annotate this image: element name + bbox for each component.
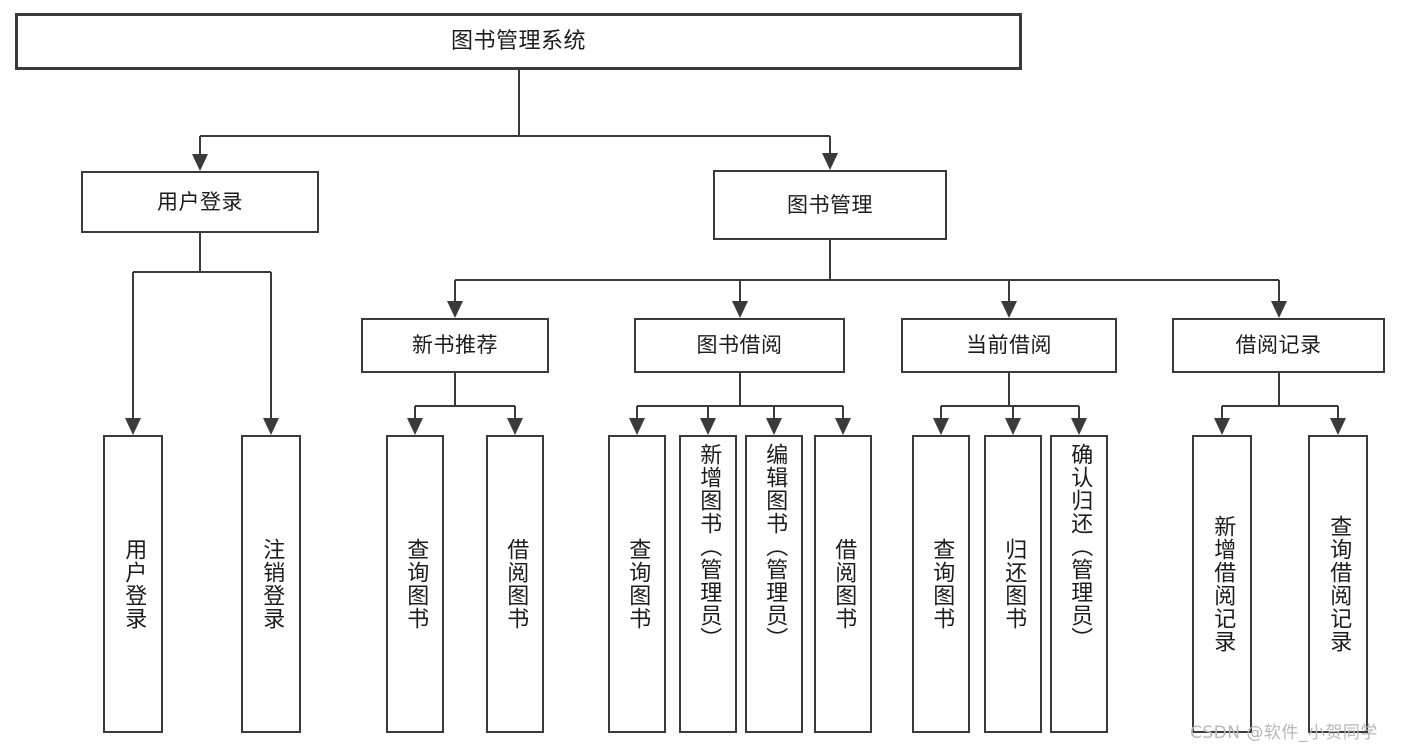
node-leaf-edit-book-admin[interactable]: 编辑图书（管理员） — [745, 435, 803, 733]
connector-arrowhead — [822, 153, 838, 170]
connector-arrowhead — [1270, 301, 1287, 318]
connector-line — [637, 405, 843, 407]
node-label: 当前借阅 — [966, 333, 1052, 358]
connector-arrowhead — [1214, 418, 1230, 435]
connector-line — [199, 136, 201, 154]
node-label: 查询图书 — [625, 538, 651, 630]
node-leaf-query-book-borrow[interactable]: 查询图书 — [608, 435, 666, 733]
node-leaf-borrow-book[interactable]: 借阅图书 — [814, 435, 872, 733]
node-leaf-confirm-return-admin[interactable]: 确认归还（管理员） — [1050, 435, 1108, 733]
connector-line — [1277, 373, 1280, 406]
connector-arrowhead — [1330, 418, 1346, 435]
connector-arrowhead — [507, 418, 523, 435]
connector-line — [636, 406, 638, 418]
connector-arrowhead — [835, 418, 851, 435]
connector-line — [1012, 406, 1014, 418]
node-label: 查询图书 — [929, 538, 955, 630]
connector-line — [941, 405, 1079, 407]
node-book-borrow[interactable]: 图书借阅 — [634, 318, 845, 373]
connector-line — [829, 136, 831, 153]
node-leaf-query-book-recommend[interactable]: 查询图书 — [386, 435, 444, 733]
node-label: 注销登录 — [259, 538, 285, 630]
node-current-borrow[interactable]: 当前借阅 — [901, 318, 1117, 373]
csdn-watermark: CSDN @软件_小贺同学 — [1190, 723, 1378, 743]
connector-arrowhead — [1071, 418, 1087, 435]
connector-line — [454, 280, 456, 301]
node-leaf-query-borrow-record[interactable]: 查询借阅记录 — [1308, 435, 1368, 733]
node-user-login[interactable]: 用户登录 — [81, 171, 319, 233]
connector-arrowhead — [1001, 301, 1017, 318]
connector-line — [940, 406, 942, 418]
connector-line — [199, 233, 201, 272]
connector-arrowhead — [1005, 418, 1021, 435]
node-borrow-record[interactable]: 借阅记录 — [1172, 318, 1385, 373]
connector-line — [415, 405, 515, 407]
connector-line — [829, 240, 831, 280]
node-leaf-add-borrow-record[interactable]: 新增借阅记录 — [1192, 435, 1252, 733]
connector-line — [738, 373, 741, 406]
connector-line — [454, 373, 456, 406]
node-label: 图书借阅 — [696, 333, 783, 358]
node-label: 借阅图书 — [503, 538, 529, 630]
node-label: 新增借阅记录 — [1210, 515, 1236, 653]
connector-line — [1008, 280, 1010, 301]
node-label: 借阅图书 — [831, 538, 857, 630]
node-label: 新增图书（管理员） — [696, 443, 722, 650]
connector-line — [738, 280, 741, 301]
connector-arrowhead — [766, 418, 782, 435]
connector-line — [270, 272, 272, 418]
connector-line — [1337, 406, 1339, 418]
connector-line — [1277, 280, 1280, 301]
node-label: 归还图书 — [1001, 538, 1027, 630]
connector-line — [514, 406, 516, 418]
connector-line — [1008, 373, 1010, 406]
connector-line — [414, 406, 416, 418]
node-leaf-logout[interactable]: 注销登录 — [241, 435, 301, 733]
connector-line — [773, 406, 775, 418]
node-new-book-recommend[interactable]: 新书推荐 — [361, 318, 549, 373]
connector-arrowhead — [731, 301, 748, 318]
node-label: 图书管理 — [787, 192, 873, 217]
connector-line — [455, 279, 1279, 281]
node-leaf-add-book-admin[interactable]: 新增图书（管理员） — [679, 435, 737, 733]
node-label: 图书管理系统 — [450, 28, 586, 54]
node-label: 确认归还（管理员） — [1067, 443, 1093, 650]
node-label: 查询图书 — [403, 538, 429, 630]
node-leaf-return-book[interactable]: 归还图书 — [984, 435, 1042, 733]
node-book-management[interactable]: 图书管理 — [713, 170, 947, 240]
connector-line — [1221, 406, 1223, 418]
connector-line — [1078, 406, 1080, 418]
node-label: 编辑图书（管理员） — [762, 443, 788, 650]
connector-arrowhead — [125, 418, 141, 435]
node-label: 查询借阅记录 — [1326, 515, 1352, 653]
connector-line — [707, 406, 709, 418]
connector-arrowhead — [700, 418, 716, 435]
node-leaf-query-book-current[interactable]: 查询图书 — [912, 435, 970, 733]
connector-arrowhead — [629, 418, 645, 435]
node-book-management-system[interactable]: 图书管理系统 — [15, 13, 1022, 70]
connector-arrowhead — [933, 418, 949, 435]
connector-arrowhead — [263, 418, 279, 435]
connector-line — [133, 271, 271, 273]
node-leaf-user-login[interactable]: 用户登录 — [103, 435, 163, 733]
connector-line — [132, 272, 134, 418]
node-label: 新书推荐 — [412, 333, 498, 358]
connector-arrowhead — [407, 418, 423, 435]
node-label: 借阅记录 — [1235, 333, 1322, 358]
connector-line — [200, 135, 830, 137]
node-leaf-borrow-book-recommend[interactable]: 借阅图书 — [486, 435, 544, 733]
connector-arrowhead — [447, 301, 463, 318]
connector-line — [842, 406, 844, 418]
connector-line — [517, 70, 520, 136]
connector-arrowhead — [192, 154, 208, 171]
node-label: 用户登录 — [157, 189, 243, 214]
connector-line — [1222, 405, 1338, 407]
node-label: 用户登录 — [121, 538, 147, 630]
